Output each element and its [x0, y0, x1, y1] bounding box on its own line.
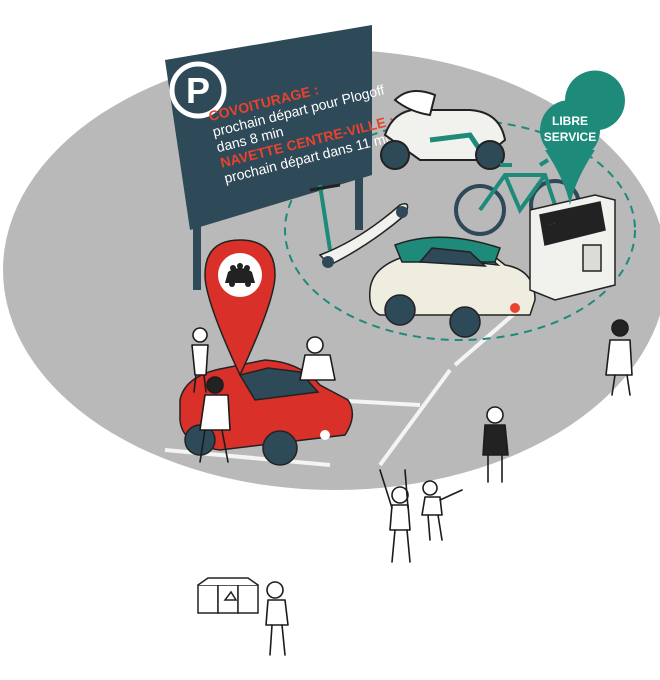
recycling-bins-icon	[197, 577, 259, 614]
person-waving-2	[421, 480, 463, 541]
shared-car	[368, 236, 536, 338]
carpool-pin-icon	[204, 239, 276, 377]
libre-service-pin-icon: LIBRE SERVICE	[540, 70, 625, 205]
person-standing-left	[191, 327, 209, 393]
person-at-bins	[265, 581, 289, 656]
libre-service-line2: SERVICE	[544, 130, 596, 144]
libre-service-line1: LIBRE	[552, 114, 588, 128]
person-behind-car	[299, 336, 336, 381]
parking-icon: P	[169, 61, 227, 119]
person-at-car	[199, 376, 231, 463]
person-sunglasses	[482, 406, 509, 483]
parking-letter: P	[186, 70, 210, 111]
car-icon	[225, 263, 255, 287]
person-waving-1	[379, 469, 411, 563]
shared-mobility-kiosk: MOBILITÉ PARTAGÉE	[529, 194, 616, 301]
scooter-icon	[380, 90, 507, 170]
person-walking-right	[605, 319, 633, 396]
kick-scooter-icon	[309, 183, 409, 268]
info-sign	[165, 25, 372, 290]
